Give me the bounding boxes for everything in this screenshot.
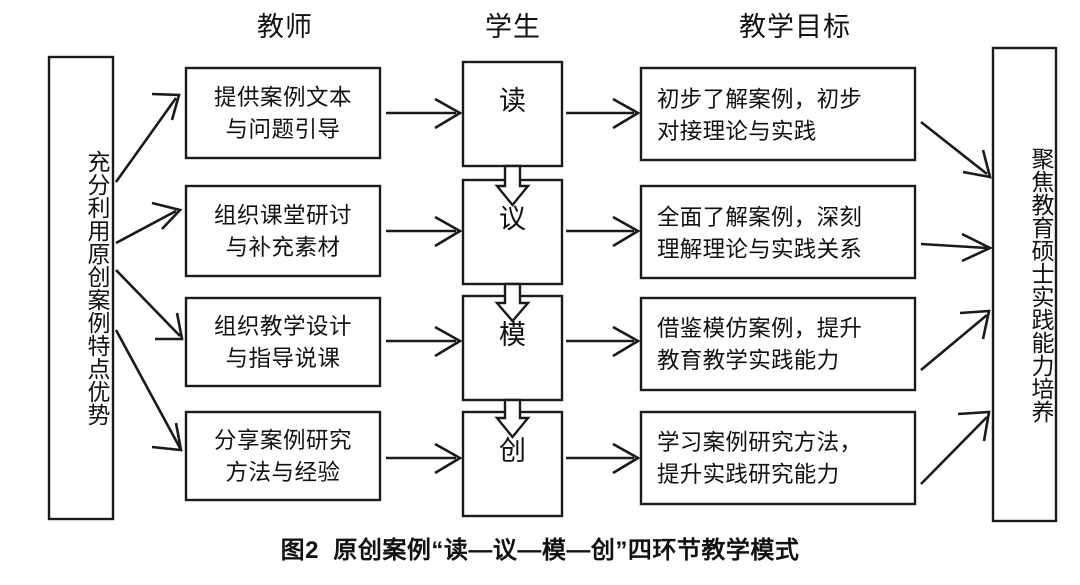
teacher-box-3-line-2: 与指导说课 — [225, 346, 341, 371]
teacher-to-stage-arrows — [386, 97, 463, 475]
goal-box-1-outline — [639, 66, 917, 162]
block-arrow-read-to-discuss — [494, 164, 531, 207]
teacher-box-4-line-2: 方法与经验 — [225, 460, 341, 485]
goal-box-3-line-2: 教育教学实践能力 — [657, 348, 840, 373]
outcome-box-label: 聚焦教育硕士实践能力培养 — [1028, 147, 1054, 423]
stage-box-4-label: 创 — [499, 436, 526, 466]
stage-box-3-label: 模 — [499, 320, 526, 350]
teacher-box-2-line-2: 与补充素材 — [225, 235, 341, 260]
goal-box-1-line-1: 初步了解案例，初步 — [657, 87, 863, 112]
teacher-box-2-outline — [184, 184, 382, 278]
stage-box-1-label: 读 — [499, 86, 526, 116]
block-arrow-model-to-create — [494, 398, 531, 439]
goal-to-outcome-arrows — [920, 120, 993, 485]
goal-box-2-outline — [639, 184, 917, 280]
source-box-outline — [47, 55, 115, 521]
column-header-student: 学生 — [485, 12, 541, 42]
teacher-box-1-outline — [184, 66, 382, 160]
goal-box-3-line-1: 借鉴模仿案例，提升 — [657, 316, 863, 341]
source-box-label: 充分利用原创案例特点优势 — [84, 150, 110, 426]
teacher-box-3-line-1: 组织教学设计 — [213, 314, 352, 339]
teacher-box-2-line-1: 组织课堂研讨 — [213, 203, 352, 228]
goal-box-1-line-2: 对接理论与实践 — [657, 119, 817, 144]
goal-box-3-outline — [639, 296, 917, 392]
stage-sequence-block-arrows — [494, 164, 531, 439]
outcome-box-outline — [991, 46, 1058, 523]
goal-box-4-outline — [639, 410, 917, 506]
goal-box-4-line-1: 学习案例研究方法， — [657, 430, 863, 455]
column-header-goal: 教学目标 — [739, 12, 851, 42]
goal-box-4-line-2: 提升实践研究能力 — [657, 462, 840, 487]
block-arrow-discuss-to-model — [494, 282, 531, 323]
goal-box-2-line-2: 理解理论与实践关系 — [657, 237, 863, 262]
source-to-teacher-arrows — [114, 92, 184, 452]
stage-box-2-label: 议 — [499, 204, 526, 234]
teacher-box-4-outline — [184, 410, 382, 502]
figure-caption: 图2 原创案例“读—议—模—创”四环节教学模式 — [280, 537, 800, 564]
stage-to-goal-arrows — [566, 97, 641, 475]
teacher-box-1-line-1: 提供案例文本 — [213, 85, 352, 110]
teacher-box-3-outline — [184, 296, 382, 388]
teacher-box-4-line-1: 分享案例研究 — [213, 428, 352, 453]
column-header-teacher: 教师 — [257, 12, 313, 42]
goal-box-2-line-1: 全面了解案例，深刻 — [657, 205, 863, 230]
teacher-box-1-line-2: 与问题引导 — [225, 117, 341, 142]
